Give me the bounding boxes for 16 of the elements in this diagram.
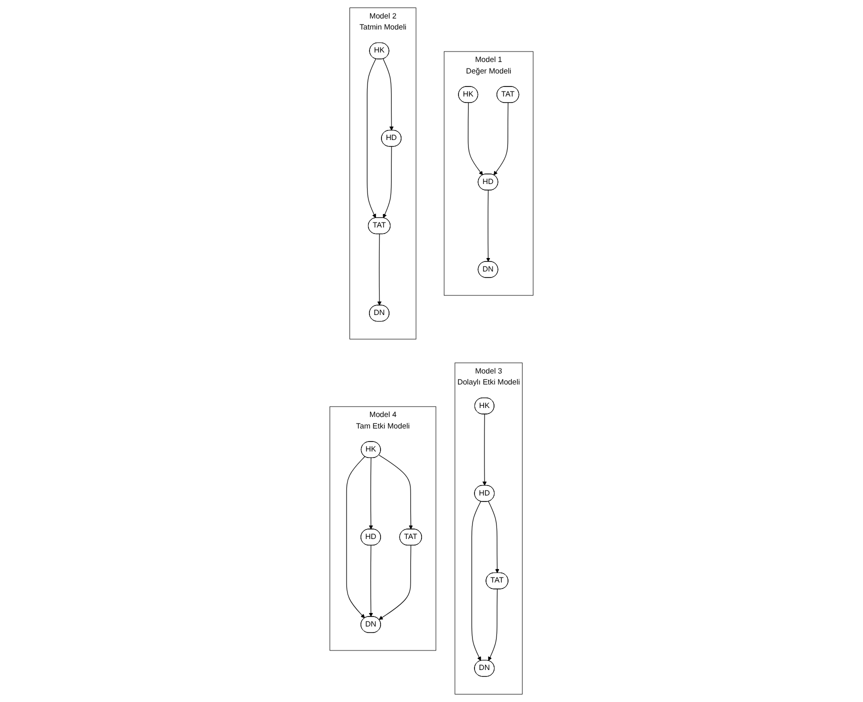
- arrow: [468, 102, 483, 176]
- arrow: [346, 456, 366, 618]
- arrow: [368, 458, 374, 530]
- arrow: [382, 146, 392, 218]
- arrow: [471, 501, 482, 661]
- arrow: [366, 58, 376, 218]
- arrow: [488, 501, 500, 574]
- arrow: [382, 58, 394, 131]
- arrow: [378, 545, 412, 620]
- arrow: [486, 190, 490, 262]
- arrow: [377, 234, 382, 306]
- arrow: [488, 588, 498, 661]
- arrow: [482, 414, 487, 486]
- arrow: [494, 102, 508, 176]
- arrow: [378, 454, 413, 530]
- arrow: [368, 545, 374, 617]
